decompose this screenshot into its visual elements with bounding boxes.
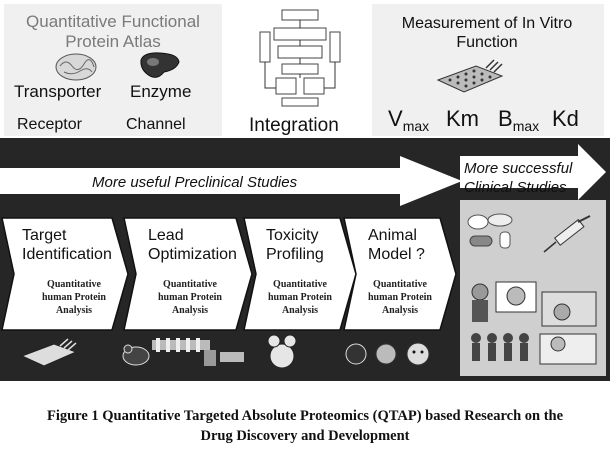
kd-label: Kd [552, 106, 579, 131]
step-chevron-3 [243, 217, 357, 331]
step-3-subtitle: Quantitative human Protein Analysis [268, 279, 332, 316]
patients-icon [471, 281, 597, 365]
step-2-subtitle: Quantitative human Protein Analysis [158, 279, 222, 316]
rodent-and-protein-icon [122, 338, 244, 366]
km-label: Km [446, 106, 479, 131]
clinical-label: More successful Clinical Studies [464, 160, 573, 196]
pills-icon [467, 213, 513, 249]
rat-icon [267, 334, 297, 369]
protein-atlas-panel: Quantitative Functional Protein Atlas Tr… [4, 4, 222, 136]
channel-label: Channel [126, 116, 186, 133]
step-chevron-1 [1, 217, 129, 331]
step-1-subtitle: Quantitative human Protein Analysis [42, 279, 106, 316]
atlas-title: Quantitative Functional Protein Atlas [26, 12, 200, 51]
step-chevron-4 [343, 217, 457, 331]
integration-label: Integration [249, 115, 339, 136]
step-1-title: Target Identification [22, 227, 112, 263]
receptor-label: Receptor [17, 116, 82, 133]
step-3-title: Toxicity Profiling [266, 227, 324, 263]
step-4-subtitle: Quantitative human Protein Analysis [368, 279, 432, 316]
assay-plate-small-icon [20, 338, 78, 367]
step-chevron-2 [123, 217, 253, 331]
animal-faces-icon [345, 342, 430, 366]
step-4-title: Animal Model ? [368, 227, 425, 263]
clinical-arrow [460, 144, 606, 200]
preclinical-arrow [0, 156, 462, 206]
measurement-title: Measurement of In Vitro Function [401, 15, 573, 51]
bmax-label: Bmax [498, 106, 540, 134]
chevron-steps [1, 217, 457, 331]
assay-plate-icon [436, 59, 504, 93]
liver-icon [140, 52, 180, 78]
integration-diagram [259, 9, 341, 107]
vmax-label: Vmax [388, 106, 430, 134]
figure-caption: Figure 1 Quantitative Targeted Absolute … [46, 408, 564, 444]
measurement-panel: Measurement of In Vitro Function Vmax Km… [372, 4, 604, 136]
preclinical-label: More useful Preclinical Studies [92, 174, 298, 191]
brain-icon [55, 53, 97, 81]
syringe-icon [543, 215, 591, 253]
transporter-label: Transporter [14, 82, 102, 101]
step-2-title: Lead Optimization [148, 227, 237, 263]
enzyme-label: Enzyme [130, 82, 192, 101]
